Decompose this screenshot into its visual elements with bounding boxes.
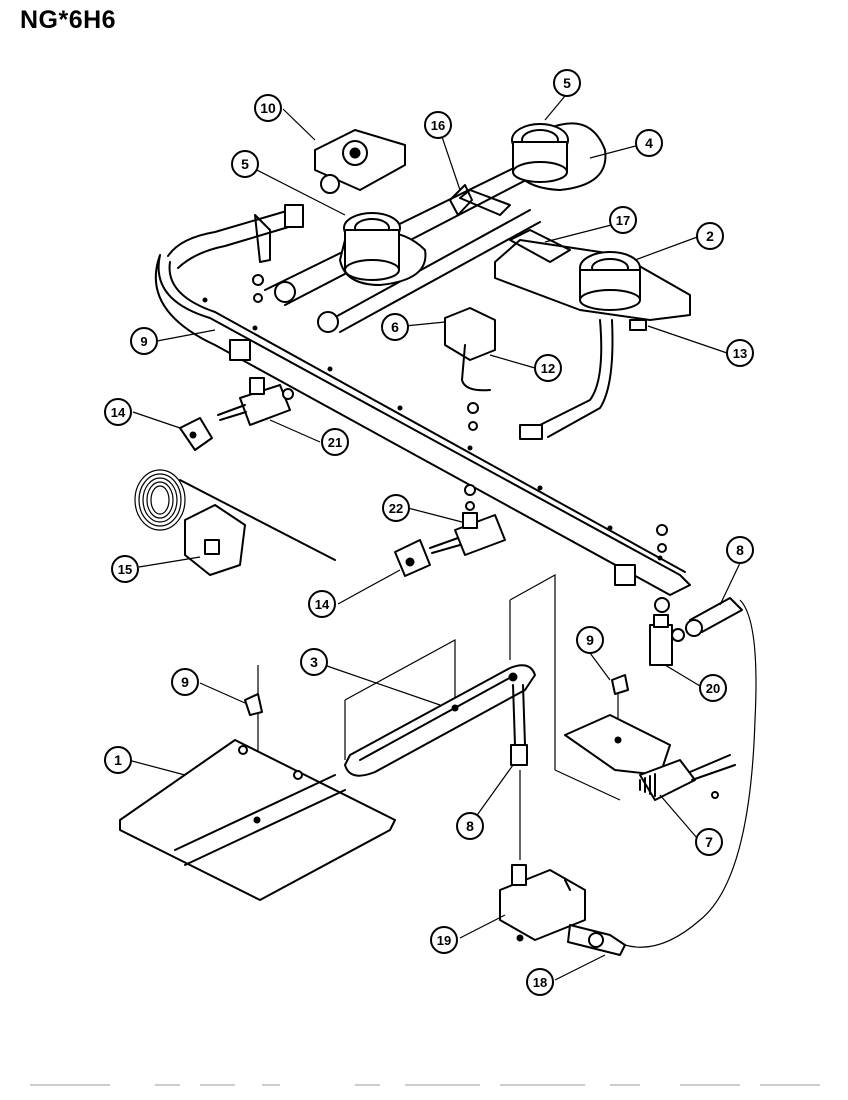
callout-14a: 14 — [104, 398, 132, 426]
callout-11: 10 — [254, 94, 282, 122]
burner-tube — [167, 204, 304, 269]
svg-text:16: 16 — [431, 118, 445, 133]
svg-text:15: 15 — [118, 562, 132, 577]
callout-15: 15 — [111, 555, 139, 583]
regulator-20 — [649, 614, 685, 666]
valve-11 — [314, 129, 406, 194]
callout-8b: 8 — [456, 812, 484, 840]
callout-16: 16 — [424, 111, 452, 139]
electrode-6 — [444, 307, 496, 392]
bracket-17 — [509, 229, 571, 263]
burner-center — [339, 212, 427, 286]
svg-text:19: 19 — [437, 933, 451, 948]
svg-text:1: 1 — [114, 752, 122, 768]
callout-19: 19 — [430, 926, 458, 954]
svg-text:12: 12 — [541, 361, 555, 376]
callout-3: 3 — [300, 648, 328, 676]
svg-text:5: 5 — [241, 156, 249, 172]
callout-14b: 14 — [308, 590, 336, 618]
svg-text:14: 14 — [315, 597, 330, 612]
burner-rear-right — [511, 122, 607, 191]
back-burner-tube — [254, 164, 541, 333]
svg-text:13: 13 — [733, 346, 747, 361]
baffle-1 — [119, 739, 396, 901]
callout-9a: 9 — [576, 626, 604, 654]
callout-1: 1 — [104, 746, 132, 774]
leader-lines — [131, 95, 741, 981]
callout-9b: 9 — [171, 668, 199, 696]
svg-text:3: 3 — [310, 654, 318, 670]
svg-text:9: 9 — [140, 334, 147, 349]
manifold-bar — [154, 254, 691, 596]
callout-7: 7 — [695, 828, 723, 856]
svg-text:2: 2 — [706, 228, 714, 244]
callout-5a: 5 — [553, 69, 581, 97]
igniter-bracket — [564, 714, 671, 776]
callout-13: 13 — [726, 339, 754, 367]
svg-text:18: 18 — [533, 975, 547, 990]
valve-21 — [217, 377, 294, 426]
callout-2: 2 — [696, 222, 724, 250]
fitting-8-oven — [510, 684, 528, 766]
clip-9-right — [611, 674, 629, 695]
oven-burner-3 — [344, 664, 536, 777]
model-number: NG*6H6 — [20, 6, 117, 34]
callout-4: 4 — [635, 129, 663, 157]
svg-text:8: 8 — [466, 818, 474, 834]
safety-valve-19 — [499, 864, 586, 942]
svg-text:5: 5 — [563, 75, 571, 91]
thermostat-15 — [134, 469, 336, 576]
svg-text:14: 14 — [111, 405, 126, 420]
svg-text:6: 6 — [391, 319, 399, 335]
callout-21: 21 — [321, 428, 349, 456]
burner-right — [494, 239, 691, 440]
svg-text:8: 8 — [736, 542, 744, 558]
svg-text:4: 4 — [645, 135, 653, 151]
svg-text:7: 7 — [705, 834, 713, 850]
svg-text:9: 9 — [181, 674, 189, 690]
knob-14-left — [179, 417, 213, 451]
callout-17: 17 — [609, 206, 637, 234]
callout-18: 18 — [526, 968, 554, 996]
callout-8a: 8 — [726, 536, 754, 564]
svg-text:17: 17 — [616, 213, 630, 228]
callout-5b: 5 — [231, 150, 259, 178]
svg-text:22: 22 — [389, 501, 403, 516]
svg-text:9: 9 — [586, 632, 594, 648]
fitting-8-right — [685, 597, 743, 637]
clip-9-left — [244, 693, 263, 716]
svg-text:10: 10 — [260, 100, 276, 116]
svg-text:21: 21 — [328, 435, 342, 450]
svg-text:20: 20 — [706, 681, 720, 696]
callout-22: 22 — [382, 494, 410, 522]
callout-6: 6 — [381, 313, 409, 341]
callout-10: 9 — [130, 327, 158, 355]
screws — [252, 274, 670, 613]
fitting-18 — [567, 924, 626, 956]
knob-14-center — [394, 539, 431, 577]
callout-12: 12 — [534, 354, 562, 382]
valve-22 — [429, 512, 506, 556]
callout-20: 20 — [699, 674, 727, 702]
igniter-7 — [639, 754, 736, 801]
